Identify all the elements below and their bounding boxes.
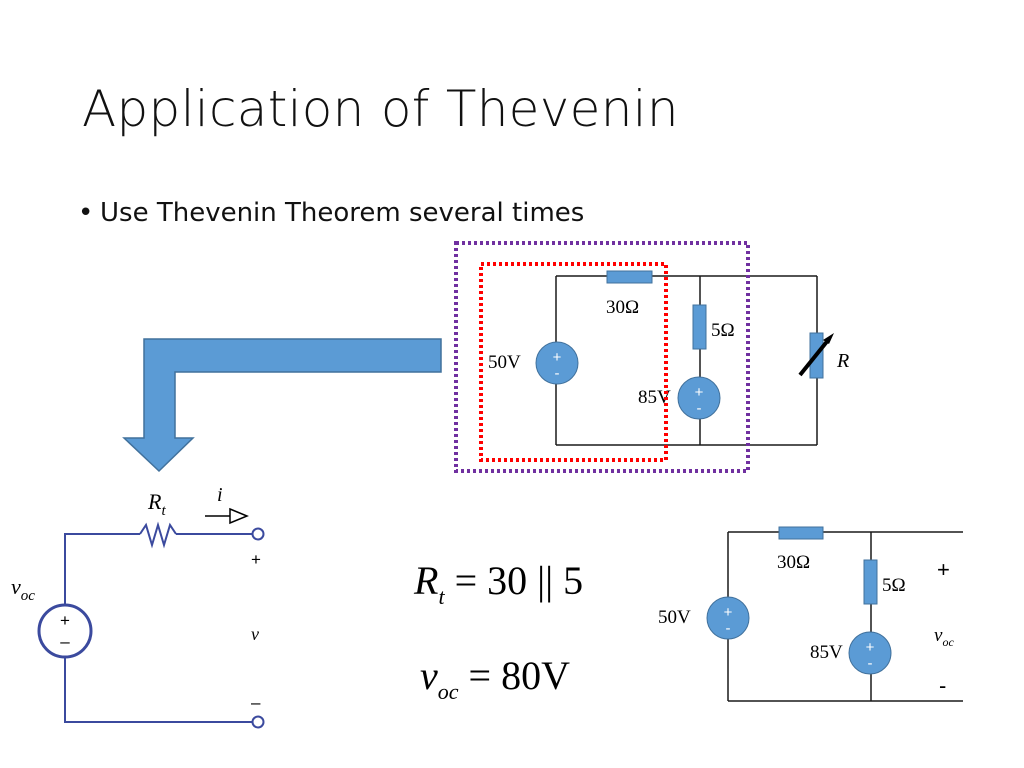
thevenin-label-voc: voc — [11, 574, 35, 604]
transform-arrow — [122, 338, 442, 473]
bottom-source-85 — [848, 631, 892, 675]
top-source-50 — [535, 341, 579, 385]
thevenin-terminal-bottom — [251, 715, 265, 729]
purple-dotted-box — [454, 241, 750, 473]
thevenin-label-minus: – — [251, 693, 261, 712]
bottom-label-50v: 50V — [658, 607, 691, 628]
bottom-source-50-minus: - — [726, 620, 731, 637]
bullet-mark: • — [78, 198, 94, 228]
equation-voc: voc = 80V — [420, 653, 570, 704]
top-source-85-minus: - — [697, 400, 702, 417]
bottom-label-out-minus: - — [939, 673, 946, 698]
bottom-source-85-plus: + — [866, 639, 875, 656]
bottom-label-85v: 85V — [810, 642, 843, 663]
thevenin-terminal-top — [251, 527, 265, 541]
top-label-50v: 50V — [488, 352, 521, 373]
bottom-source-85-minus: - — [868, 655, 873, 672]
top-source-50-minus: - — [555, 365, 560, 382]
bullet-text: Use Thevenin Theorem several times — [100, 198, 585, 228]
top-circuit — [555, 275, 818, 446]
thevenin-wire-bottom — [64, 656, 252, 723]
thevenin-label-v: v — [251, 624, 259, 644]
thevenin-label-rt: Rt — [147, 489, 166, 519]
red-dotted-box — [479, 262, 668, 462]
bottom-circuit — [727, 531, 963, 702]
bottom-source-50-plus: + — [724, 604, 733, 621]
thevenin-label-plus: + — [251, 550, 261, 569]
thevenin-source-minus: – — [60, 632, 70, 651]
current-arrow — [205, 507, 249, 525]
bottom-label-30ohm: 30Ω — [777, 552, 810, 573]
variable-resistor-arrowhead — [823, 333, 834, 344]
bottom-label-out-plus: + — [937, 557, 950, 582]
thevenin-label-i: i — [217, 484, 223, 506]
top-source-50-plus: + — [553, 349, 562, 366]
variable-resistor-arrow — [798, 337, 831, 377]
thevenin-resistor-rt — [139, 521, 177, 549]
top-source-85-plus: + — [695, 384, 704, 401]
thevenin-source-plus: + — [60, 611, 70, 630]
top-label-30ohm: 30Ω — [606, 297, 639, 318]
bottom-label-voc: voc — [934, 625, 954, 649]
top-resistor-5 — [692, 304, 707, 350]
top-label-85v: 85V — [638, 387, 671, 408]
top-source-85 — [677, 376, 721, 420]
bottom-resistor-30 — [778, 526, 824, 540]
equation-rt: Rt = 30 || 5 — [414, 558, 584, 609]
bullet-item: •Use Thevenin Theorem several times — [78, 198, 584, 228]
top-label-r: R — [836, 350, 849, 372]
bottom-source-50 — [706, 596, 750, 640]
thevenin-circuit — [37, 521, 265, 729]
thevenin-voltage-source — [37, 603, 93, 659]
bottom-label-5ohm: 5Ω — [882, 575, 906, 596]
slide-title: Application of Thevenin — [82, 80, 679, 138]
top-label-5ohm: 5Ω — [711, 320, 735, 341]
thevenin-wire-top-left — [64, 533, 140, 606]
top-resistor-30 — [606, 270, 653, 284]
bottom-resistor-5 — [863, 559, 878, 605]
